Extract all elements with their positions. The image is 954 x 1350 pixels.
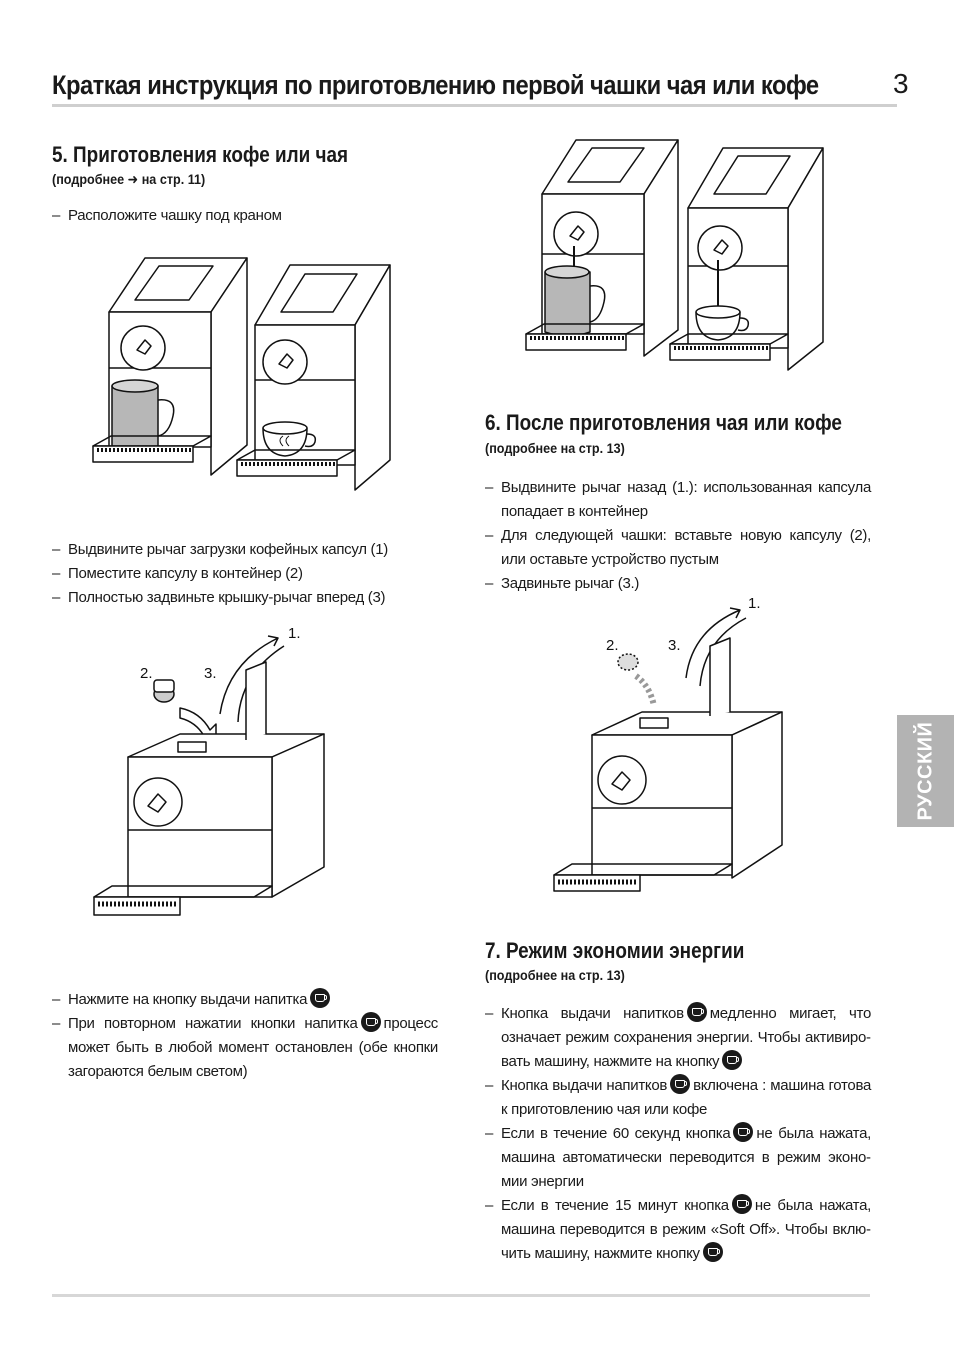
coffee-cup-button-icon [670, 1074, 691, 1094]
list-item: Выдвините рычаг загрузки кофейных капсул… [52, 538, 442, 562]
language-tab: РУССКИЙ [897, 715, 954, 827]
figure-machines-cup-placement [92, 257, 391, 491]
list-item: Расположите чашку под краном [52, 204, 442, 228]
list-item-text: Нажмите на кнопку выдачи напитка [68, 991, 308, 1008]
list-item-text: Кнопка выдачи напитков [501, 1077, 668, 1094]
list-item-text: Если в течение 60 секунд кнопка [501, 1125, 731, 1142]
coffee-cup-button-icon [686, 1002, 707, 1022]
step-label-1: 1. [288, 625, 301, 642]
coffee-cup-button-icon [360, 1012, 381, 1032]
list-item: Поместите капсулу в контейнер (2) [52, 562, 442, 586]
section5-intro-list: Расположите чашку под краном [52, 204, 442, 228]
coffee-cup-button-icon [731, 1194, 752, 1214]
list-item-text: процесс может быть в любой момент остано… [68, 1015, 438, 1080]
section6-steps-list: Выдвините рычаг назад (1.): использованн… [485, 476, 871, 596]
section5-ref: (подробнее ➜ на стр. 11) [52, 171, 206, 187]
list-item: Задвиньте рычаг (3.) [485, 572, 871, 596]
footer-divider [52, 1294, 870, 1297]
section6-ref: (подробнее на стр. 13) [485, 440, 625, 456]
step-label-2: 2. [140, 665, 153, 682]
list-item: При повторном нажатии кнопки напиткапроц… [52, 1012, 438, 1084]
step-label-3: 3. [668, 637, 681, 654]
list-item-text: медленно мигает, что означает режим сохр… [501, 1005, 871, 1070]
figure-machines-pouring [525, 139, 824, 371]
list-item-text: включена : машина гото­ва к приготовлени… [501, 1077, 871, 1118]
list-item: Для следующей чашки: вставьте новую капс… [485, 524, 871, 572]
list-item-text: не была нажата, машина автоматически пер… [501, 1125, 871, 1190]
coffee-cup-button-icon [702, 1242, 723, 1262]
list-item-text: При повторном нажатии кнопки напитка [68, 1015, 358, 1032]
section7-title: 7. Режим экономии энергии [485, 938, 745, 963]
list-item-text: не была нажата, машина переводится в реж… [501, 1197, 871, 1262]
list-item: Нажмите на кнопку выдачи напитка [52, 988, 438, 1012]
list-item: Выдвините рычаг назад (1.): использованн… [485, 476, 871, 524]
section7-ref: (подробнее на стр. 13) [485, 967, 625, 983]
figure-capsule-loading: 1. 2. 3. [93, 625, 325, 916]
page-title: Краткая инструкция по приготовлению перв… [52, 70, 819, 100]
step-label-1: 1. [748, 595, 761, 612]
step-label-2: 2. [606, 637, 619, 654]
list-item: Полностью задвиньте крышку-рычаг вперед … [52, 586, 442, 610]
coffee-cup-button-icon [310, 988, 331, 1008]
section5-title: 5. Приготовления кофе или чая [52, 142, 349, 167]
section5-press-list: Нажмите на кнопку выдачи напитка При пов… [52, 988, 438, 1084]
title-divider [52, 104, 897, 107]
figure-lever-reload: 1. 2. 3. [553, 595, 783, 892]
step-label-3: 3. [204, 665, 217, 682]
coffee-cup-button-icon [722, 1050, 743, 1070]
list-item-text: Если в течение 15 минут кнопка [501, 1197, 729, 1214]
section6-title: 6. После приготовления чая или кофе [485, 410, 842, 435]
language-tab-label: РУССКИЙ [914, 721, 936, 821]
page-number: 3 [893, 68, 909, 99]
coffee-cup-button-icon [733, 1122, 754, 1142]
list-item-text: Кнопка выдачи напитков [501, 1005, 684, 1022]
section5-steps-list: Выдвините рычаг загрузки кофейных капсул… [52, 538, 442, 610]
